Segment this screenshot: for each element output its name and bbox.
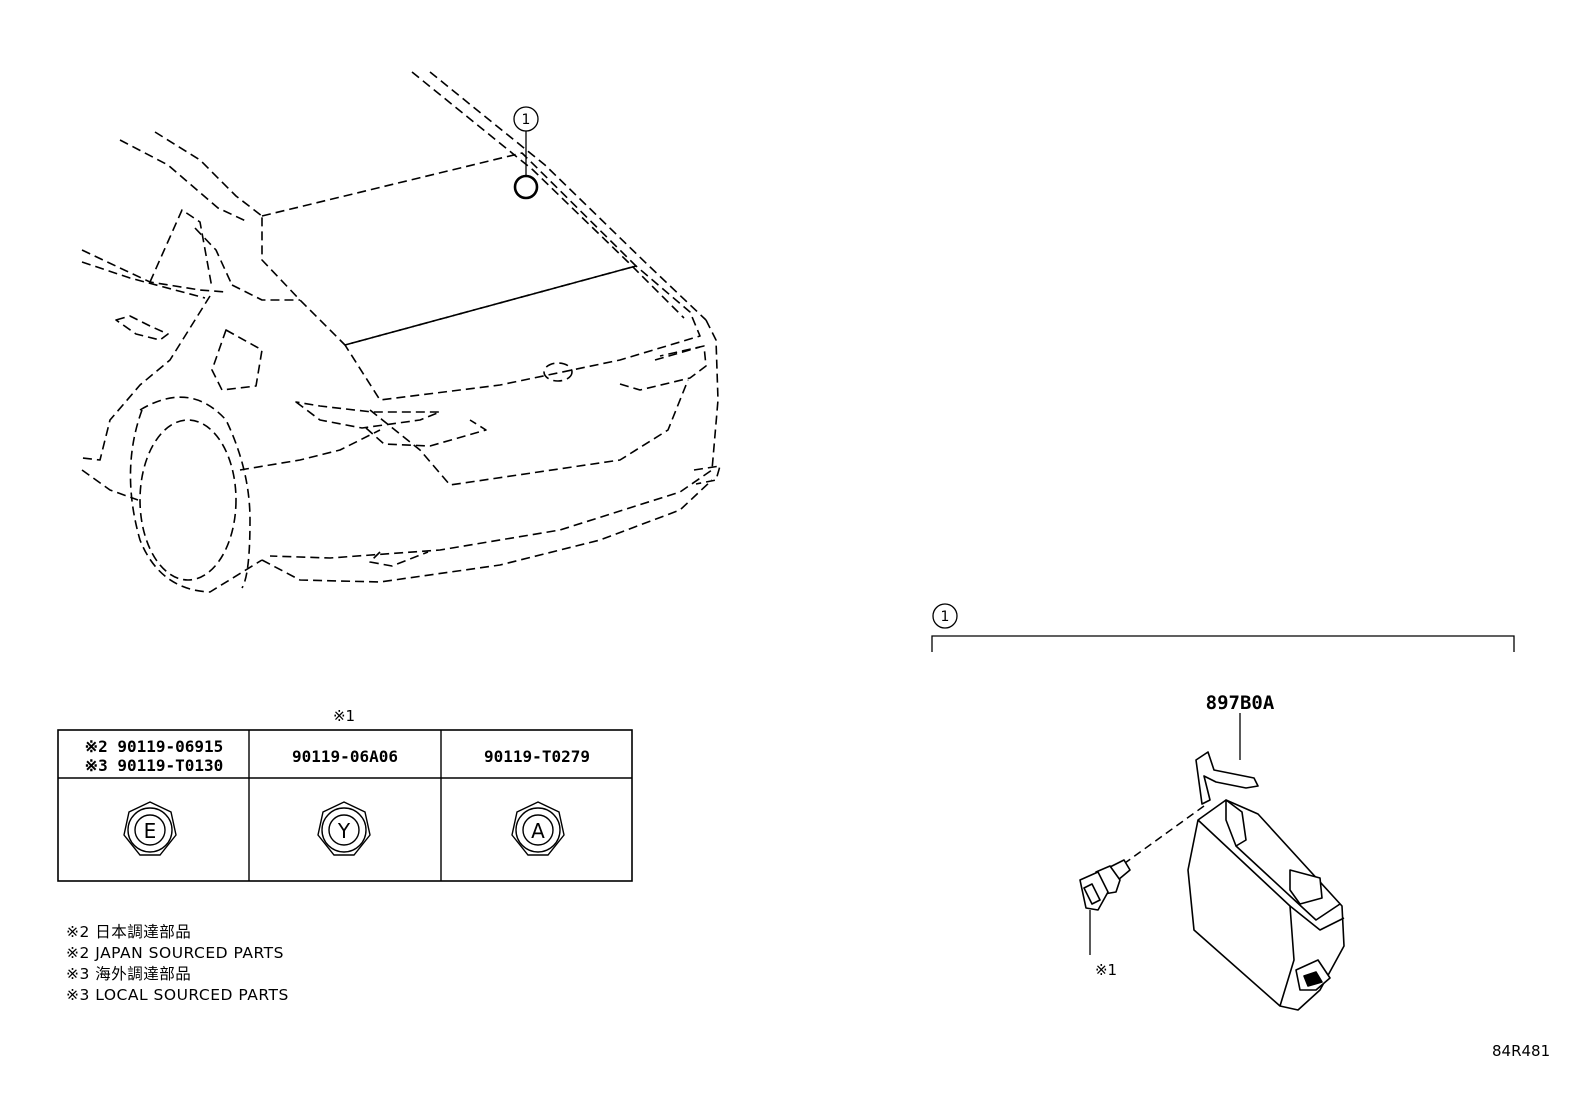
table-col1-line2: ※3 90119-T0130 xyxy=(85,756,224,775)
part-location-marker xyxy=(513,174,539,200)
detail-bolt-reference: ※1 xyxy=(1095,961,1117,979)
illustration-code: 84R481 xyxy=(1492,1042,1551,1060)
vehicle-rear-icon xyxy=(81,71,721,593)
fastener-table: ※1 ※2 90119-06915 ※3 90119-T0130 90119-0… xyxy=(57,707,633,882)
bolt-head-a-icon: A xyxy=(511,801,565,856)
table-header-note: ※1 xyxy=(333,707,355,725)
sensor-module-icon xyxy=(1187,751,1345,1011)
detail-part-number: 897B0A xyxy=(1206,692,1275,714)
vehicle-callout-number: 1 xyxy=(522,112,531,128)
bolt-head-e-icon: E xyxy=(123,801,177,856)
note-japan-en: ※2 JAPAN SOURCED PARTS xyxy=(66,944,284,962)
bolt-mark-e: E xyxy=(144,819,157,843)
vehicle-callout: 1 xyxy=(513,106,539,200)
flange-bolt-icon xyxy=(1079,859,1131,911)
bolt-mark-y: Y xyxy=(337,819,351,843)
table-col3-line1: 90119-T0279 xyxy=(484,747,590,766)
table-col1-line1: ※2 90119-06915 xyxy=(85,737,224,756)
detail-callout-number: 1 xyxy=(941,609,950,625)
note-local-en: ※3 LOCAL SOURCED PARTS xyxy=(66,986,289,1004)
bolt-mark-a: A xyxy=(531,819,545,843)
note-japan-jp: ※2 日本調達部品 xyxy=(66,923,192,941)
detail-view: 1 897B0A ※1 xyxy=(931,603,1515,1011)
table-col2-line1: 90119-06A06 xyxy=(292,747,398,766)
note-local-jp: ※3 海外調達部品 xyxy=(66,965,192,983)
bolt-head-y-icon: Y xyxy=(317,801,371,856)
